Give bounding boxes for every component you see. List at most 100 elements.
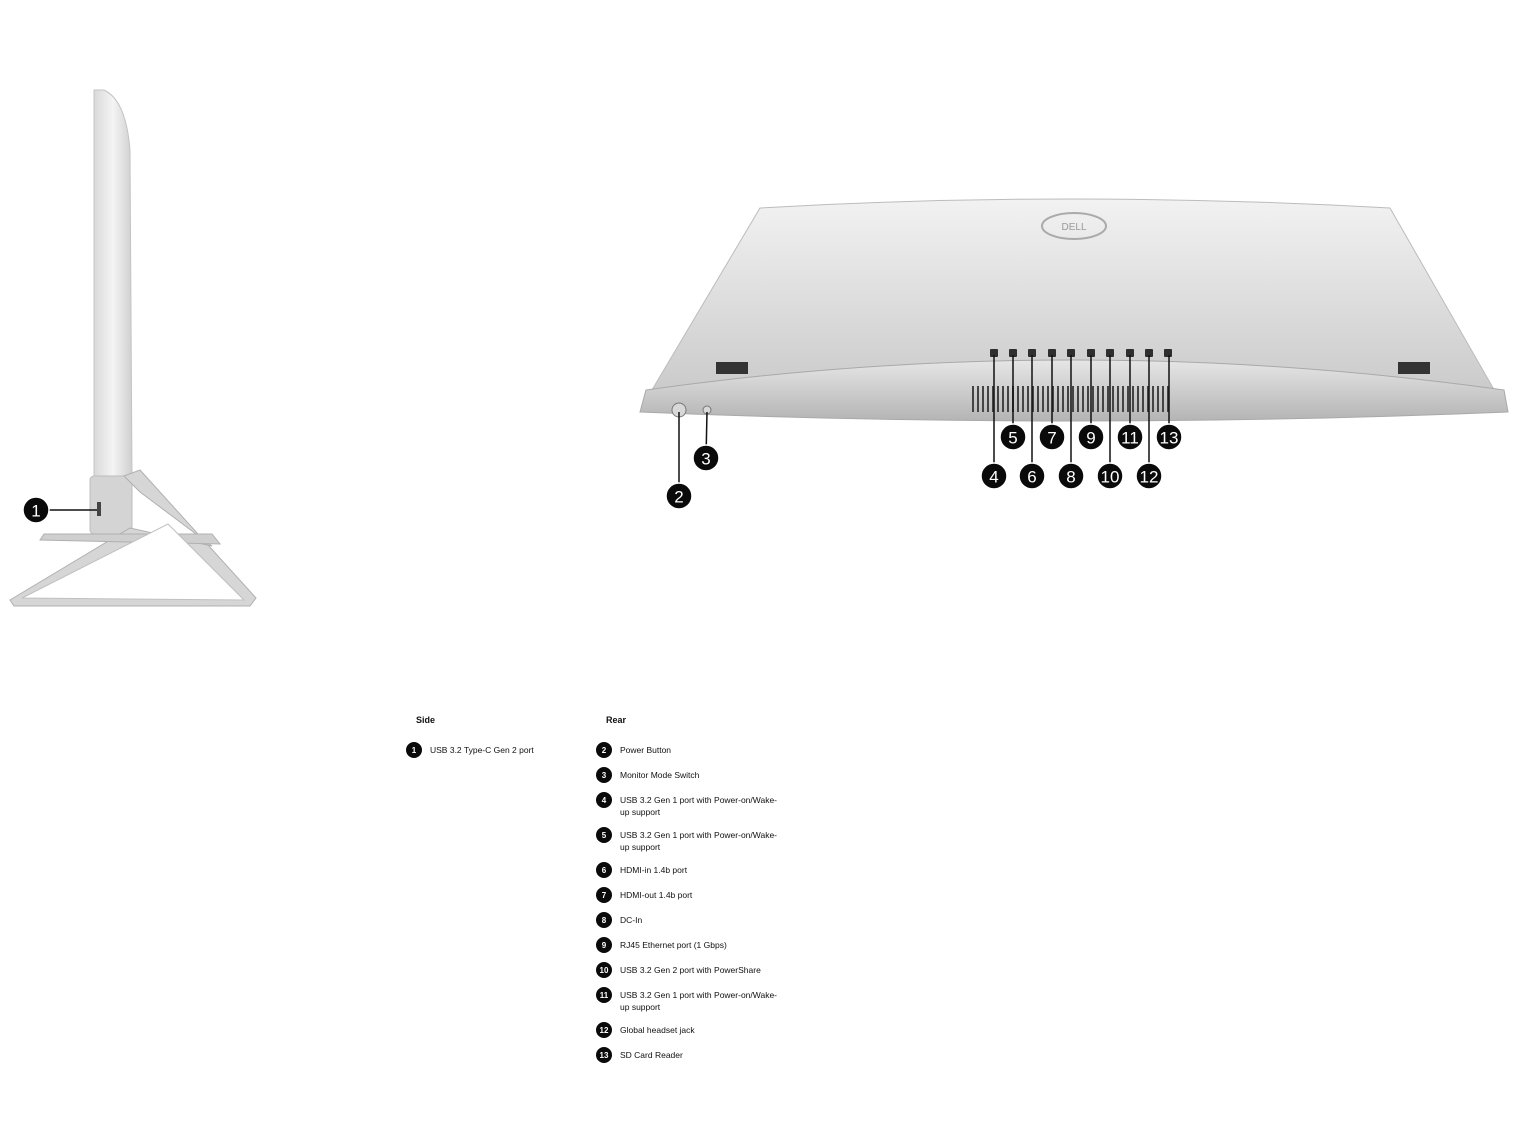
- callout-number-12: 12: [1140, 468, 1159, 487]
- callout-badge-11: 11: [1116, 423, 1144, 451]
- vent-slat: [997, 386, 999, 412]
- vent-slat: [1052, 386, 1054, 412]
- vent-slat: [1022, 386, 1024, 412]
- vent-slat: [1067, 386, 1069, 412]
- rear-port: [1067, 349, 1075, 357]
- legend-number-badge: 6: [596, 862, 612, 878]
- legend-item-13: 13 SD Card Reader: [596, 1047, 780, 1063]
- legend-label: Monitor Mode Switch: [620, 770, 700, 780]
- callout-badge-12: 12: [1135, 462, 1163, 490]
- vent-slat: [1097, 386, 1099, 412]
- rear-port: [1009, 349, 1017, 357]
- legend-number-badge: 10: [596, 962, 612, 978]
- legend-label: HDMI-in 1.4b port: [620, 865, 688, 875]
- callout-badge-7: 7: [1038, 423, 1066, 451]
- rear-port: [1048, 349, 1056, 357]
- vent-slat: [1002, 386, 1004, 412]
- vent-slat: [1152, 386, 1154, 412]
- left-speaker-grille: [716, 362, 748, 374]
- legend-item-10: 10 USB 3.2 Gen 2 port with PowerShare: [596, 962, 780, 978]
- legend-label: USB 3.2 Type-C Gen 2 port: [430, 745, 534, 755]
- callout-number-4: 4: [989, 468, 998, 487]
- dell-logo-text: DELL: [1061, 222, 1086, 233]
- callout-number-10: 10: [1101, 468, 1120, 487]
- legend-label: USB 3.2 Gen 2 port with PowerShare: [620, 965, 761, 975]
- callout-number-7: 7: [1047, 429, 1056, 448]
- callout-badge-8: 8: [1057, 462, 1085, 490]
- vent-slat: [1107, 386, 1109, 412]
- vent-slat: [1017, 386, 1019, 412]
- vent-slat: [1122, 386, 1124, 412]
- legend-number-badge: 5: [596, 827, 612, 843]
- vent-slat: [1137, 386, 1139, 412]
- rear-port: [1087, 349, 1095, 357]
- rear-port: [1145, 349, 1153, 357]
- legend-number-badge: 3: [596, 767, 612, 783]
- callout-number-8: 8: [1066, 468, 1075, 487]
- vent-slat: [1147, 386, 1149, 412]
- rear-view: DELL: [639, 198, 1509, 422]
- legend-item-3: 3 Monitor Mode Switch: [596, 767, 780, 783]
- vent-slat: [1112, 386, 1114, 412]
- callout-number-6: 6: [1027, 468, 1036, 487]
- vent-slat: [982, 386, 984, 412]
- rear-port: [1164, 349, 1172, 357]
- legend-label: Global headset jack: [620, 1025, 695, 1035]
- vent-slat: [1132, 386, 1134, 412]
- rear-port: [1028, 349, 1036, 357]
- legend-number-badge: 2: [596, 742, 612, 758]
- callout-badge-9: 9: [1077, 423, 1105, 451]
- vent-slat: [992, 386, 994, 412]
- callout-number-13: 13: [1160, 429, 1179, 448]
- vent-slat: [1077, 386, 1079, 412]
- legend-item-6: 6 HDMI-in 1.4b port: [596, 862, 780, 878]
- legend-rear-heading: Rear: [606, 715, 627, 725]
- legend-label: RJ45 Ethernet port (1 Gbps): [620, 940, 727, 950]
- vent-slat: [1157, 386, 1159, 412]
- vent-slat: [1162, 386, 1164, 412]
- legend-number-badge: 9: [596, 937, 612, 953]
- side-view: [9, 89, 257, 607]
- legend-number-badge: 12: [596, 1022, 612, 1038]
- callout-number-3: 3: [701, 450, 710, 469]
- right-speaker-grille: [1398, 362, 1430, 374]
- legend-side-heading: Side: [416, 715, 436, 725]
- vent-slat: [1007, 386, 1009, 412]
- callout-number-11: 11: [1121, 429, 1139, 448]
- vent-slat: [1047, 386, 1049, 412]
- vent-slat: [1032, 386, 1034, 412]
- callout-number-2: 2: [674, 488, 683, 507]
- vent-slat: [1142, 386, 1144, 412]
- vent-slat: [1117, 386, 1119, 412]
- rear-ports: [990, 349, 1172, 357]
- legend-item-12: 12 Global headset jack: [596, 1022, 780, 1038]
- vent-slat: [977, 386, 979, 412]
- legend-number-badge: 13: [596, 1047, 612, 1063]
- callout-number-1: 1: [31, 502, 40, 521]
- callout-badge-2: 2: [665, 482, 693, 510]
- legend-label: Power Button: [620, 745, 672, 755]
- vent-slat: [1042, 386, 1044, 412]
- vent-slat: [1167, 386, 1169, 412]
- vent-slat: [1057, 386, 1059, 412]
- legend-label: SD Card Reader: [620, 1050, 683, 1060]
- callout-badge-4: 4: [980, 462, 1008, 490]
- callout-badge-5: 5: [999, 423, 1027, 451]
- legend-item-9: 9 RJ45 Ethernet port (1 Gbps): [596, 937, 780, 953]
- legend-label: HDMI-out 1.4b port: [620, 890, 693, 900]
- legend-label: USB 3.2 Gen 1 port with Power-on/Wake-up…: [620, 990, 778, 1012]
- rear-port: [1106, 349, 1114, 357]
- vent-slat: [1087, 386, 1089, 412]
- vent-slat: [972, 386, 974, 412]
- legend-label: DC-In: [620, 915, 643, 925]
